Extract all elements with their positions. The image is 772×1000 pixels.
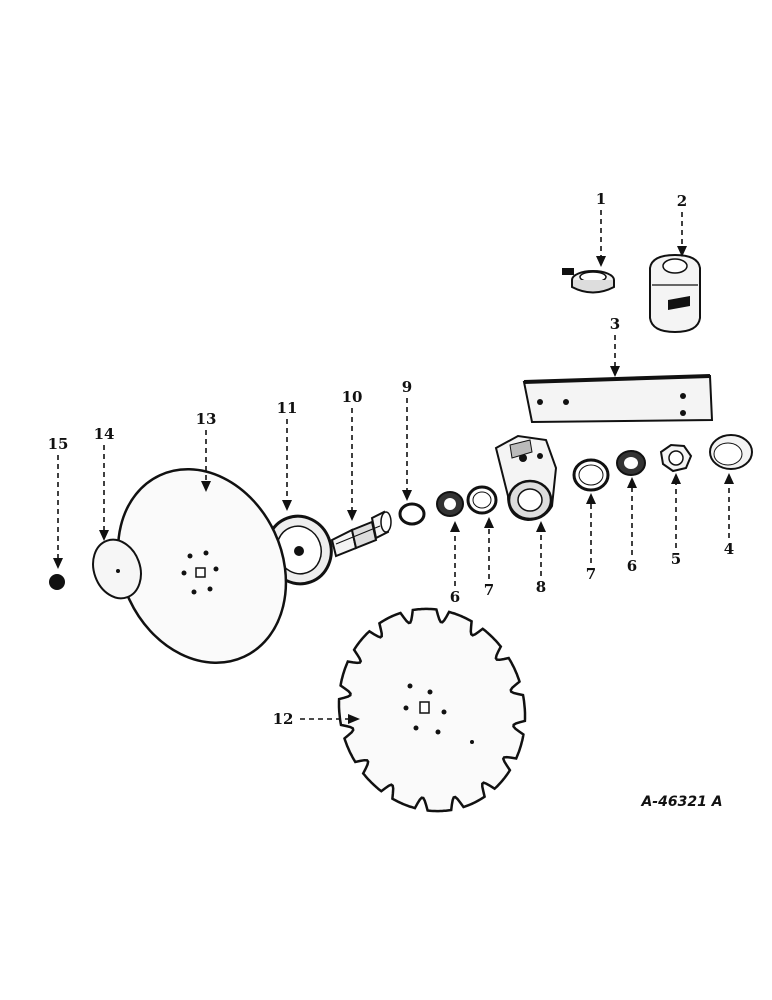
part-7-ring-right bbox=[572, 458, 610, 492]
drawing-code: A-46321 A bbox=[640, 794, 722, 810]
part-14-small-disc bbox=[92, 538, 142, 600]
part-10-spindle bbox=[330, 510, 392, 558]
callout-12: 12 bbox=[273, 710, 294, 728]
callout-9: 9 bbox=[402, 378, 412, 396]
part-1-clamp bbox=[562, 268, 615, 294]
part-13-disc-blade bbox=[116, 468, 288, 664]
callout-3: 3 bbox=[610, 315, 620, 333]
part-4-dust-cap bbox=[709, 434, 753, 470]
callout-4: 4 bbox=[724, 540, 734, 558]
callout-8: 8 bbox=[536, 578, 546, 596]
part-6-bearing-right bbox=[616, 450, 646, 476]
callout-labels: 1 2 3 4 5 6 6 7 7 8 9 10 11 12 13 14 15 bbox=[48, 190, 735, 728]
callout-2: 2 bbox=[677, 192, 687, 210]
callout-10: 10 bbox=[342, 388, 363, 406]
callout-1: 1 bbox=[596, 190, 606, 208]
callout-6-right: 6 bbox=[627, 557, 637, 575]
part-9-washer bbox=[398, 502, 426, 526]
part-8-bearing-housing bbox=[494, 434, 558, 522]
leader-lines bbox=[53, 210, 734, 724]
part-11-flange bbox=[265, 514, 333, 586]
part-12-notched-disc-blade bbox=[337, 607, 527, 813]
part-2-bearing-block bbox=[649, 253, 701, 334]
callout-6-left: 6 bbox=[450, 588, 460, 606]
part-6-bearing-left bbox=[436, 491, 464, 517]
callout-14: 14 bbox=[94, 425, 115, 443]
part-5-hex-nut bbox=[659, 443, 693, 473]
callout-15: 15 bbox=[48, 435, 69, 453]
part-7-ring-left bbox=[466, 485, 498, 515]
part-15-nut bbox=[49, 574, 65, 590]
callout-7-left: 7 bbox=[484, 581, 494, 599]
part-3-mounting-bar bbox=[522, 374, 714, 424]
callout-11: 11 bbox=[277, 399, 298, 417]
callout-5: 5 bbox=[671, 550, 681, 568]
callout-13: 13 bbox=[196, 410, 217, 428]
callout-7-right: 7 bbox=[586, 565, 596, 583]
